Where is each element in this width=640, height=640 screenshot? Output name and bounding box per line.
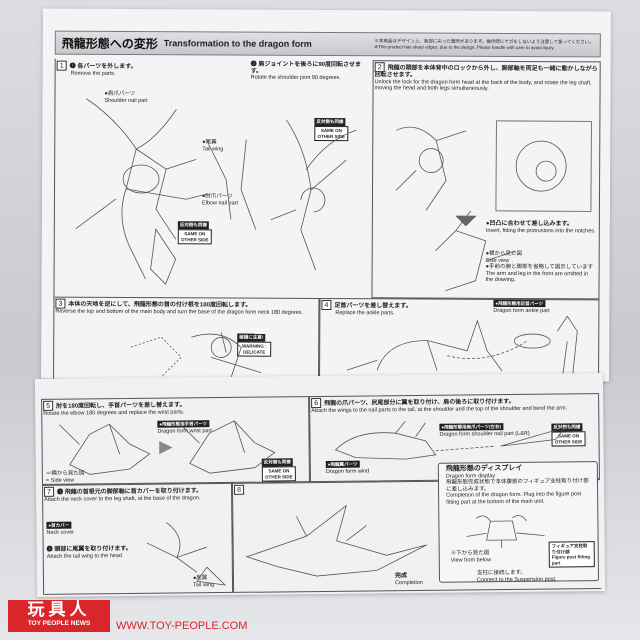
neck-jp: ●首カバー <box>46 521 72 529</box>
below-en: View from below <box>450 556 492 564</box>
post-en: Figure post fitting part <box>551 554 591 566</box>
step-1-illustration <box>75 98 357 285</box>
step-7-illustration <box>146 522 227 586</box>
header-title-jp: 飛龍形態への変形 <box>61 36 158 51</box>
display-jp: 飛龍形態完成状態で本体腹部のフィギュア支柱取り付け部に差し込みます。 <box>445 478 589 493</box>
step-8-heading: 8 <box>233 484 247 495</box>
step-6-illustration <box>334 420 567 460</box>
step-4-jp: 足首パーツを差し替えます。 <box>334 303 412 310</box>
step-2-en: Unlock the lock for the dragon form head… <box>374 78 592 92</box>
post-jp: フィギュア支柱取り付け部 <box>551 543 588 555</box>
step-number: 7 <box>44 486 55 497</box>
step-3-en: Reverse the top and bottom of the main b… <box>55 308 304 316</box>
neck-en: Neck cover <box>46 529 75 536</box>
connect-en: Connect to the Suspension post. <box>476 576 557 583</box>
wing-en: Dragon form wind <box>325 467 370 475</box>
step-number: 8 <box>233 484 245 495</box>
display-title-en: Dragon form display <box>445 472 496 480</box>
step-1-en: Remove the parts. <box>70 70 116 77</box>
section-header: 飛龍形態への変形 Transformation to the dragon fo… <box>54 30 601 58</box>
toy-people-logo: 玩具人 TOY PEOPLE NEWS <box>8 600 110 632</box>
sub2-jp: ❷ 肩ジョイントを後ろに90度回転させます。 <box>250 61 362 75</box>
logo-subtitle: TOY PEOPLE NEWS <box>27 620 91 627</box>
step-4-illustration <box>346 315 578 382</box>
step-1-jp: ❶ 各パーツを外します。 <box>69 63 137 71</box>
header-title-en: Transformation to the dragon form <box>163 38 312 49</box>
display-illustration <box>466 515 545 549</box>
connect-label: 支柱に接続します。Connect to the Suspension post. <box>477 570 557 584</box>
step-3-illustration <box>131 332 262 378</box>
part-jp: ●飛龍形態用足首パーツ <box>493 299 546 308</box>
step-8-illustration <box>245 504 427 577</box>
step-3-jp: 本体の天地を逆にして、飛龍形態の首の付け根を180度回転します。 <box>68 301 252 309</box>
manual-upper-page: 飛龍形態への変形 Transformation to the dragon fo… <box>41 8 611 382</box>
logo-text: 玩具人 <box>27 600 91 619</box>
warning-en: ※This product has sharp edges, due to th… <box>374 44 555 51</box>
header-warning: ※本商品はデザイン上、各部に尖った箇所があります。操作時にケガをしないよう注意し… <box>374 38 594 51</box>
step-2-illustration <box>395 120 592 292</box>
step-2-jp: 飛龍の頭部を本体背中のロックから外し、脚部軸を両足も一緒に動かしながら回転させま… <box>374 65 598 79</box>
sub2-en: Attach the tail wing to the head <box>46 552 122 560</box>
display-en: Completion of the dragon form. Plug into… <box>446 491 582 506</box>
step-number: 2 <box>374 62 385 73</box>
step-number: 6 <box>311 397 322 409</box>
wing-jp: ●飛龍翼パーツ <box>325 460 360 468</box>
watermark-url: WWW.TOY-PEOPLE.COM <box>116 620 248 632</box>
step-7-en: Attach the neck cover to the leg shaft, … <box>44 495 201 503</box>
step-number: 5 <box>43 400 54 411</box>
step-number: 3 <box>55 298 66 309</box>
step-number: 4 <box>321 299 332 311</box>
step-number: 1 <box>56 60 67 71</box>
connect-jp: 支柱に接続します。 <box>476 569 526 577</box>
below-jp: ※下から見た図 <box>450 550 490 557</box>
step-5-illustration <box>59 420 276 475</box>
display-title-jp: 飛龍形態のディスプレイ <box>445 464 523 473</box>
